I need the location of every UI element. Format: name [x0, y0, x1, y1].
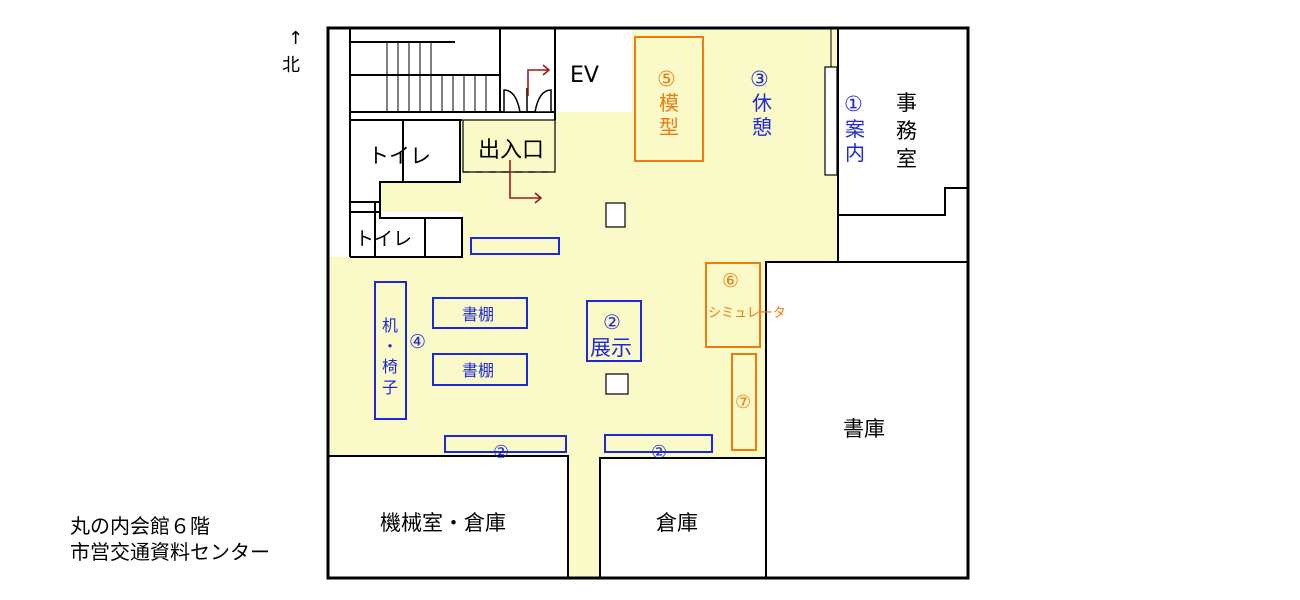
- desk-label-1: 机: [382, 316, 398, 335]
- display-case-bottom-left: [444, 435, 567, 453]
- walls: [326, 26, 970, 580]
- model-exhibit: [634, 36, 704, 162]
- bookshelf-2: [432, 353, 528, 386]
- display-number: ②: [603, 310, 621, 334]
- machine-room-label: 機械室・倉庫: [380, 511, 506, 535]
- desk-label-2: ・: [382, 337, 398, 356]
- info-label-2: 内: [845, 141, 865, 165]
- ev-label: EV: [570, 63, 599, 88]
- exhibit-7-number: ⑦: [735, 392, 751, 413]
- desk-label-3: 椅: [382, 357, 398, 376]
- public-floor-area: [328, 28, 838, 578]
- office-label-3: 室: [896, 147, 917, 171]
- display-main: [586, 300, 642, 362]
- display-bottom-right-number: ②: [651, 442, 667, 463]
- info-counter: [824, 66, 838, 176]
- archive-label: 書庫: [843, 417, 885, 441]
- display-label: 展示: [590, 336, 632, 360]
- model-number: ⑤: [657, 67, 676, 91]
- column: [605, 202, 626, 228]
- display-case-bottom-right: [604, 434, 713, 453]
- info-number: ①: [844, 92, 863, 116]
- display-case-top: [470, 237, 560, 255]
- info-label-1: 案: [845, 117, 865, 141]
- office-label-1: 事: [896, 91, 917, 115]
- desk-number: ④: [409, 331, 426, 353]
- toilet-lower-label: トイレ: [355, 228, 412, 250]
- north-arrow: ↑: [288, 28, 304, 49]
- rest-label-2: 憩: [752, 115, 772, 139]
- office-label-2: 務: [896, 119, 917, 143]
- rest-label-1: 休: [752, 91, 772, 115]
- flow-arrow-icon: [509, 64, 551, 204]
- simulator: [705, 262, 761, 348]
- simulator-number: ⑥: [722, 270, 739, 292]
- toilet-upper-label: トイレ: [368, 144, 431, 168]
- desk-chairs: [374, 281, 407, 420]
- entrance-label: 出入口: [478, 138, 544, 163]
- floor-caption-line2: 市営交通資料センター: [70, 540, 270, 564]
- bookshelf-1-label: 書棚: [462, 305, 494, 324]
- floor-caption-line1: 丸の内会館６階: [70, 514, 210, 538]
- model-label-2: 型: [659, 115, 679, 139]
- north-label: 北: [282, 55, 300, 76]
- column: [605, 373, 629, 395]
- rest-number: ③: [750, 67, 769, 91]
- bookshelf-1: [432, 297, 528, 329]
- simulator-label: シミュレータ: [708, 306, 786, 321]
- display-bottom-left-number: ②: [493, 442, 509, 463]
- desk-label-4: 子: [382, 378, 398, 397]
- storage-label: 倉庫: [656, 511, 698, 535]
- door-icon: [503, 88, 552, 113]
- bookshelf-2-label: 書棚: [462, 361, 494, 380]
- model-label-1: 模: [659, 91, 679, 115]
- exhibit-7: [731, 353, 757, 451]
